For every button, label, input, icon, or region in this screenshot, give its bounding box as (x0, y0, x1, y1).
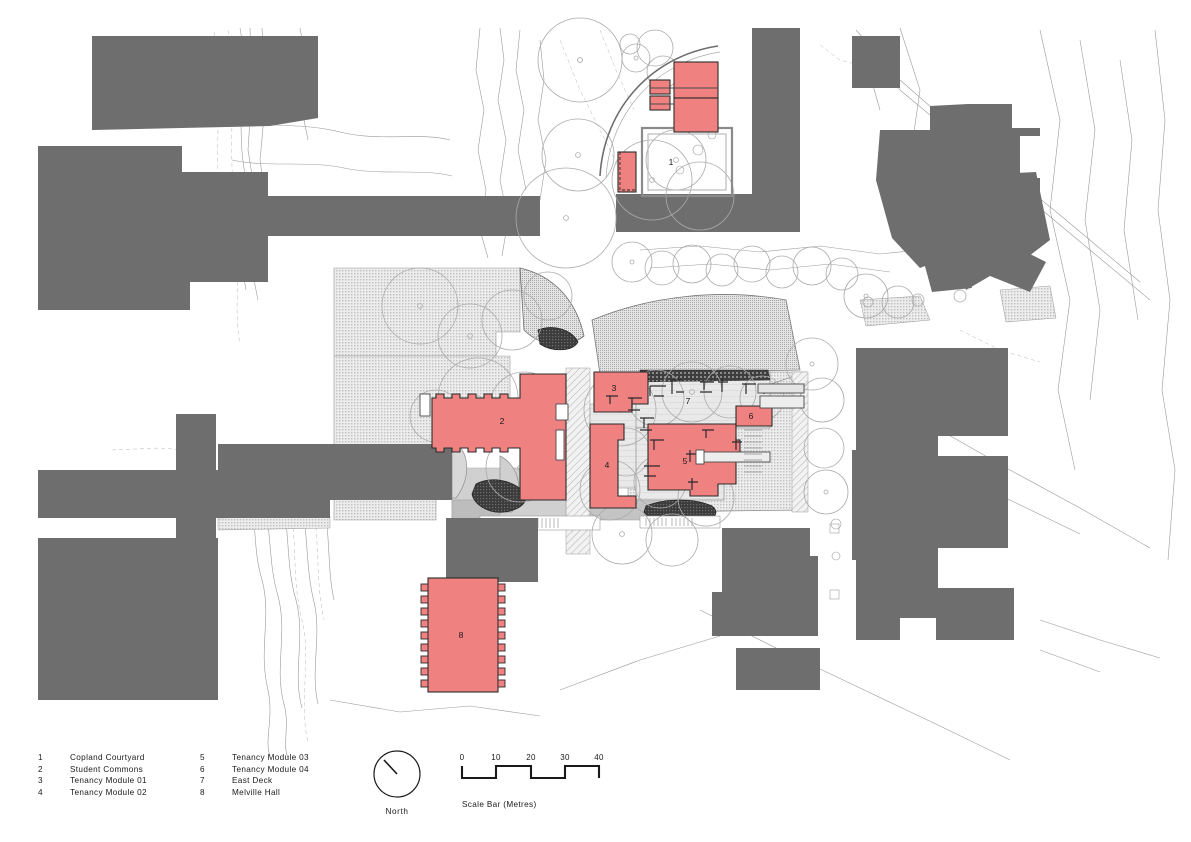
callout-6: 6 (749, 411, 754, 421)
legend-number: 2 (38, 764, 43, 774)
tenancy-module-02-outline (589, 423, 637, 509)
detail-lines-layer (419, 87, 805, 465)
legend-label: Student Commons (70, 764, 144, 774)
north-label: North (385, 807, 409, 816)
pink-block-west-of-courtyard (617, 151, 637, 193)
courtyard-arc (599, 45, 719, 177)
parking-ticks (744, 429, 762, 473)
legend-label: Tenancy Module 04 (232, 764, 309, 774)
legend-item: 7 East Deck (200, 775, 309, 787)
tenancy-module-04-outline (735, 405, 773, 427)
legend-column-b: 5 Tenancy Module 03 6 Tenancy Module 04 7 E… (200, 752, 309, 798)
plan-callout-numbers: 1 2 3 4 5 6 7 8 (459, 157, 754, 640)
pink-block-north-small-upper (649, 79, 671, 95)
legend-number: 5 (200, 753, 205, 762)
legend-number: 6 (200, 764, 205, 774)
legend-item: 8 Melville Hall (200, 787, 309, 799)
highlighted-buildings-layer (427, 61, 773, 693)
context-buildings-layer (38, 28, 1050, 700)
scale-bar: 0 10 20 30 40 Scale Bar (Metres) (458, 750, 628, 809)
legend-number: 7 (200, 776, 205, 786)
legend-item: 5 Tenancy Module 03 (200, 752, 309, 764)
legend-label: Tenancy Module 03 (232, 753, 309, 762)
legend-item: 3 Tenancy Module 01 (38, 775, 147, 787)
scale-tick-10: 10 (491, 753, 501, 762)
scale-tick-0: 0 (460, 753, 465, 762)
pink-block-north-large (673, 61, 719, 99)
callout-8: 8 (459, 630, 464, 640)
scale-bar-graphic: 0 10 20 30 40 (460, 753, 604, 780)
scale-tick-20: 20 (526, 753, 536, 762)
callout-3: 3 (612, 383, 617, 393)
north-arrow: North (366, 748, 428, 816)
legend-item: 6 Tenancy Module 04 (200, 764, 309, 776)
pink-block-north-small-lower (649, 95, 671, 111)
legend-number: 1 (38, 753, 43, 762)
callout-2: 2 (500, 416, 505, 426)
melville-hall-fins (420, 583, 506, 688)
callout-1: 1 (669, 157, 674, 167)
callout-4: 4 (605, 460, 610, 470)
legend-label: Melville Hall (232, 787, 281, 797)
callout-5: 5 (683, 456, 688, 466)
legend-label: Tenancy Module 02 (70, 787, 147, 797)
courtyard-arc-fine (605, 51, 721, 179)
copland-courtyard-inner (647, 133, 727, 191)
student-commons-outline (431, 373, 567, 501)
scale-tick-30: 30 (560, 753, 570, 762)
callout-7: 7 (686, 396, 691, 406)
legend-number: 4 (38, 787, 43, 797)
scale-bar-caption: Scale Bar (Metres) (462, 800, 537, 809)
pink-block-north-lower (673, 97, 719, 133)
legend-label: Tenancy Module 01 (70, 776, 147, 786)
legend-number: 3 (38, 776, 43, 786)
legend-label: East Deck (232, 776, 273, 786)
legend-item: 2 Student Commons (38, 764, 147, 776)
legend-label: Copland Courtyard (70, 753, 145, 762)
north-arrow-icon (373, 750, 421, 798)
legend-number: 8 (200, 787, 205, 797)
tree-marker-layer (675, 130, 842, 600)
context-building-north-of-melville (446, 518, 538, 582)
scale-tick-40: 40 (594, 753, 604, 762)
legend-item: 4 Tenancy Module 02 (38, 787, 147, 799)
melville-hall-body (427, 577, 499, 693)
legend-item: 1 Copland Courtyard (38, 752, 147, 764)
